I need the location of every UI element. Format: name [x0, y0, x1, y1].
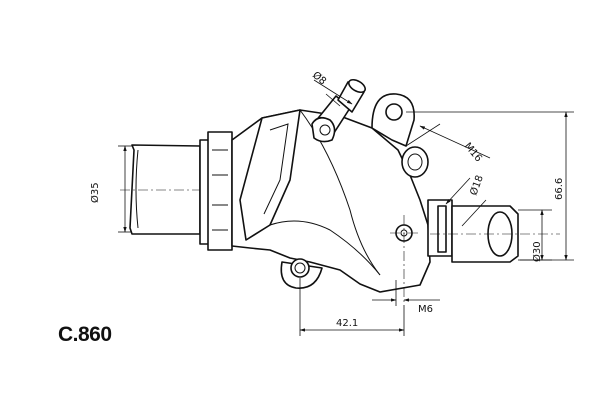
upper-mount-lug — [371, 93, 415, 147]
dimension-height: 66.6 — [406, 111, 574, 261]
stud-hole — [390, 215, 418, 305]
housing-body — [231, 109, 431, 293]
label-offset-length: 42.1 — [336, 318, 358, 329]
dimension-inlet-diameter: Ø35 — [89, 145, 132, 233]
label-port-diameter: Ø18 — [468, 174, 486, 197]
dimension-outlet-diameter: Ø30 — [518, 209, 552, 262]
label-height: 66.6 — [554, 178, 565, 200]
bleed-pipe — [311, 78, 366, 143]
label-thread-small: M6 — [418, 304, 433, 315]
sensor-boss — [401, 146, 429, 178]
label-inlet-diameter: Ø35 — [89, 182, 101, 203]
label-bleed-diameter: Ø8 — [310, 69, 329, 87]
outlet-pipe — [427, 199, 560, 263]
dimension-thread-small: M6 — [372, 280, 440, 315]
label-thread-large: M16 — [462, 141, 484, 164]
inlet-flange — [199, 131, 233, 251]
lower-mount-lug — [280, 258, 323, 289]
label-outlet-diameter: Ø30 — [531, 241, 543, 262]
dimension-offset-length: 42.1 — [299, 278, 405, 336]
product-code: C.860 — [58, 323, 112, 346]
